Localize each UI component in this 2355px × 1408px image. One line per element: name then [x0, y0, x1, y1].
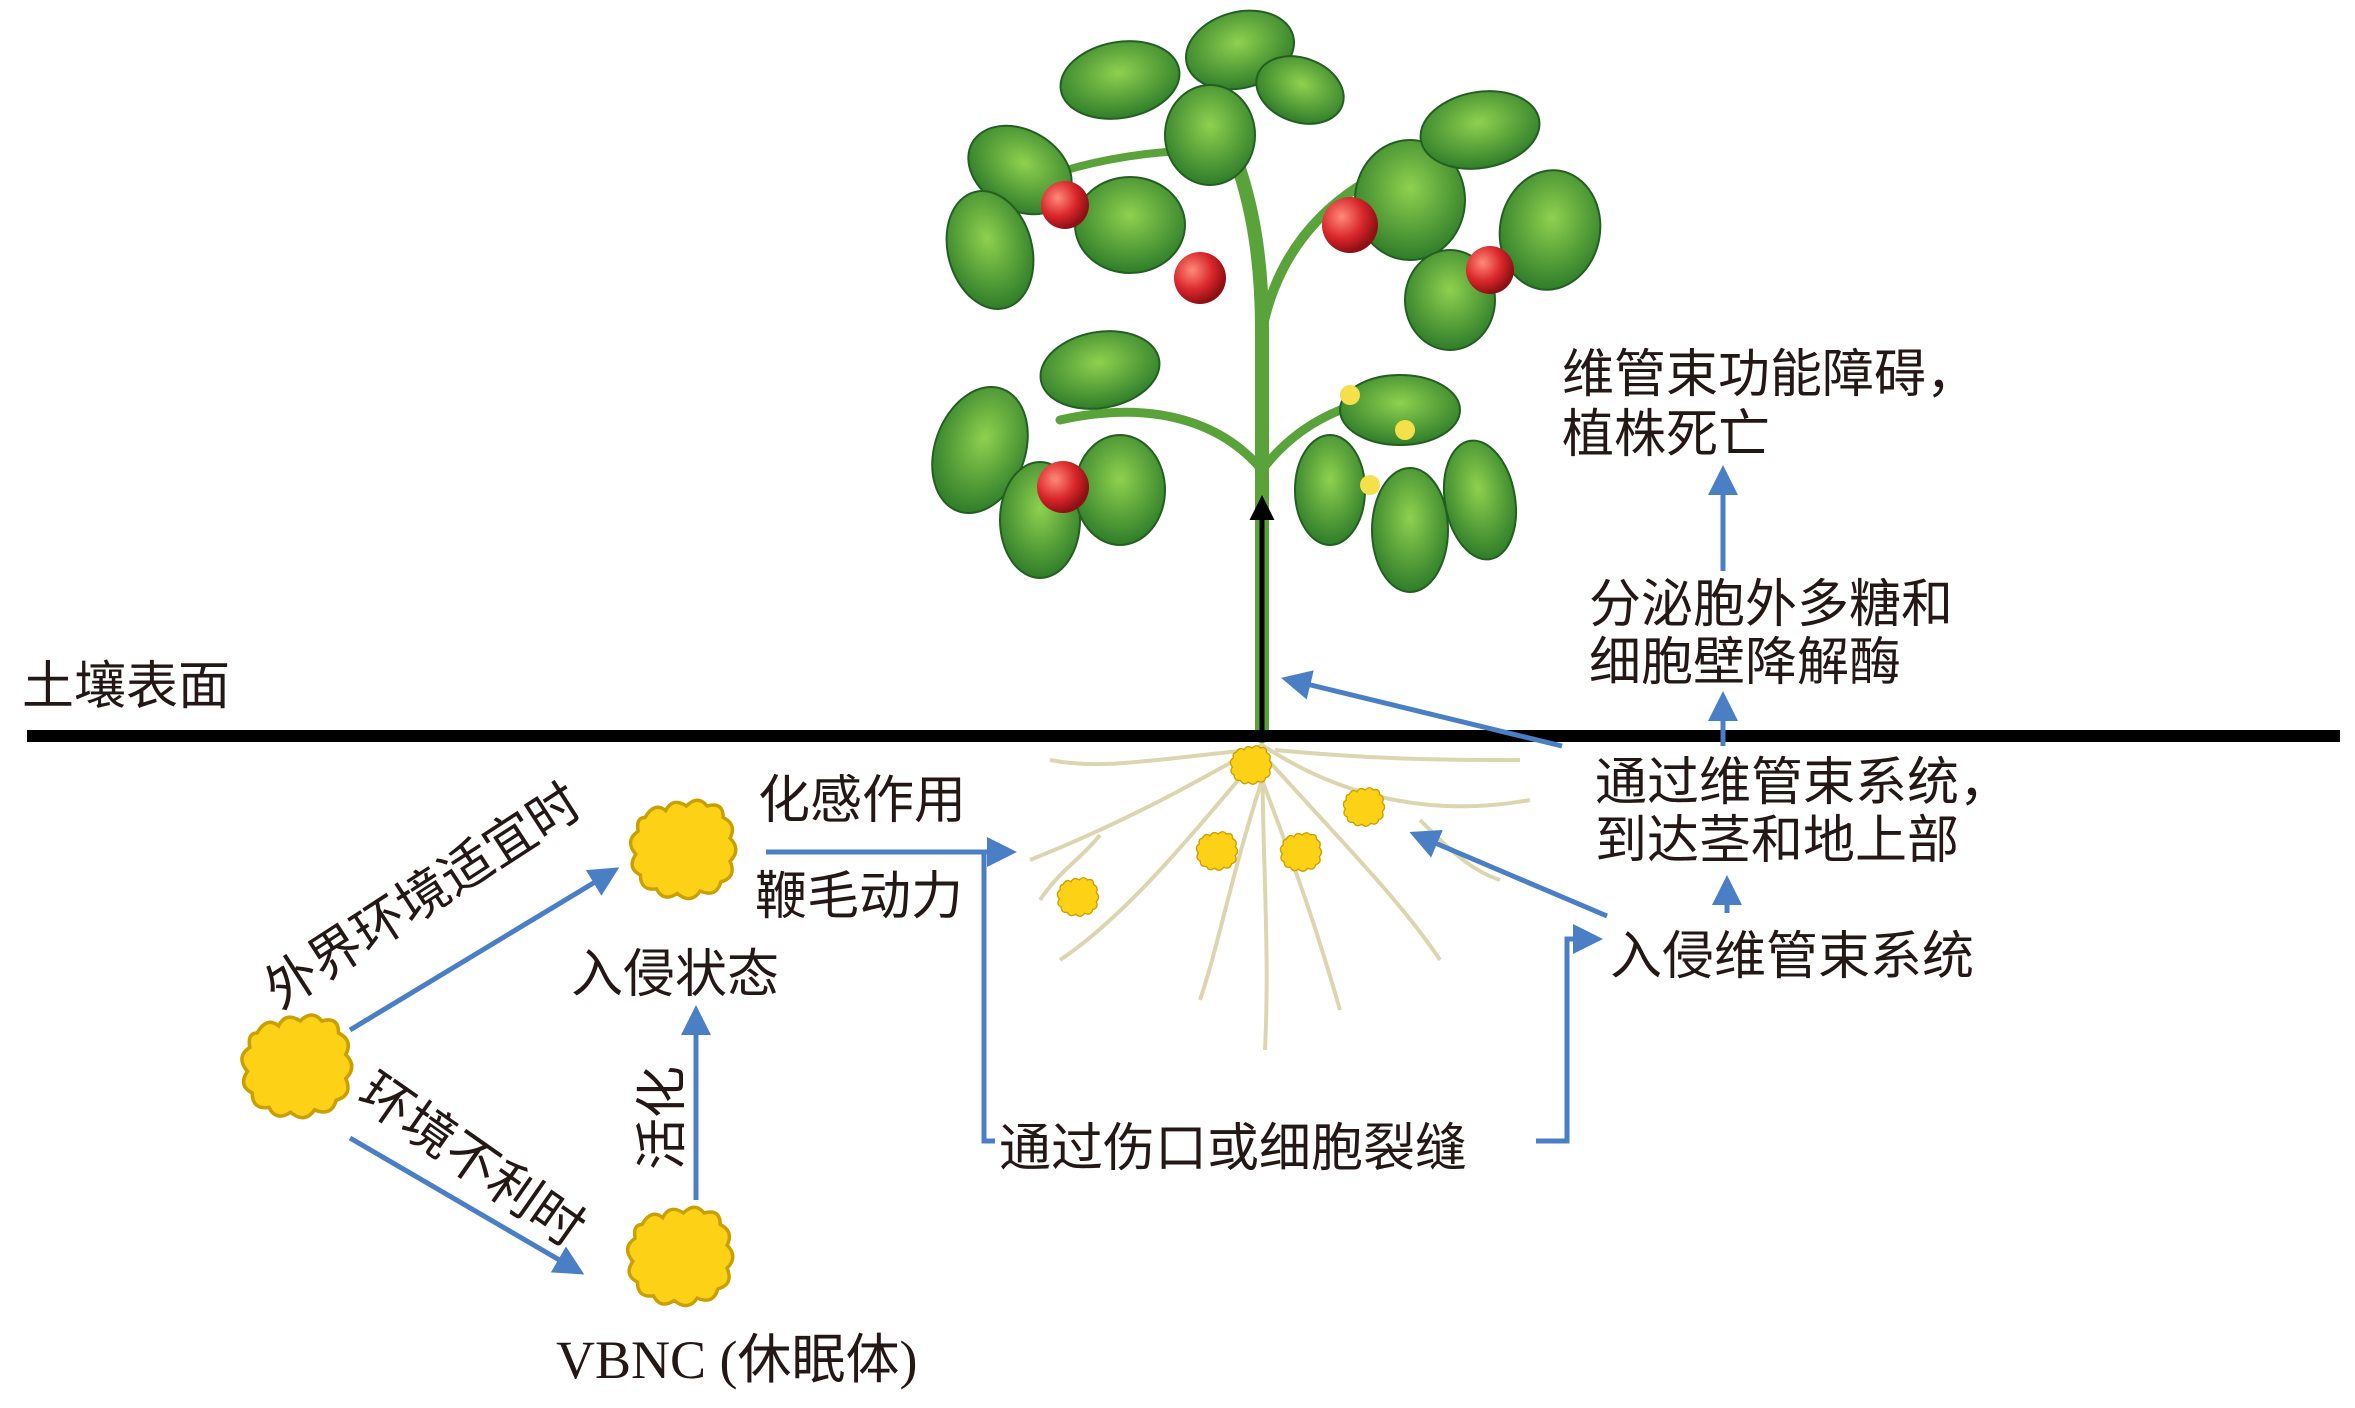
arrow-to-entry [981, 852, 995, 1144]
label-activation: 活化 [633, 1066, 693, 1170]
label-spread-line1: 通过维管束系统， [1595, 753, 2011, 813]
arrow-spread-to-stem [1281, 670, 1563, 749]
flowers [1340, 385, 1415, 495]
label-vbnc: VBNC (休眠体) [556, 1330, 918, 1390]
label-secrete-line2: 细胞壁降解酶 [1589, 633, 1901, 693]
label-chemotaxis: 化感作用 [758, 771, 966, 831]
label-invade-vascular: 入侵维管束系统 [1610, 927, 1974, 987]
arrow-favorable [348, 867, 620, 1033]
tomatoes [1037, 181, 1514, 513]
label-flagellar-motility: 鞭毛动力 [755, 867, 963, 927]
arrow-entry-to-vascular [1536, 924, 1603, 1144]
label-secrete-line1: 分泌胞外多糖和 [1589, 575, 1953, 635]
soil-surface-line [27, 730, 2340, 742]
label-entry: 通过伤口或细胞裂缝 [999, 1119, 1467, 1179]
bacterium-free [240, 1013, 354, 1120]
label-invasion-state: 入侵状态 [571, 945, 779, 1005]
roots [1029, 735, 1531, 1051]
label-outcome-line1: 维管束功能障碍， [1562, 345, 1978, 405]
soil-surface-label: 土壤表面 [22, 657, 230, 717]
label-spread-line2: 到达茎和地上部 [1595, 811, 1959, 871]
arrow-vascular-to-roots [1409, 829, 1608, 919]
bacterium-invasive [628, 798, 738, 901]
bacterium-vbnc [625, 1205, 735, 1308]
label-outcome-line2: 植株死亡 [1562, 405, 1770, 465]
arrow-unfavorable [348, 1135, 585, 1275]
tomato-plant [931, 9, 1602, 1051]
